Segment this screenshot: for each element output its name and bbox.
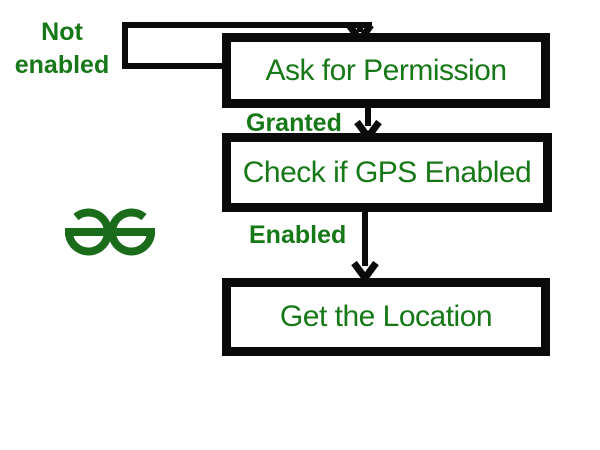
edge-label-not-enabled: Not enabled	[14, 18, 110, 79]
node-check-if-gps-enabled: Check if GPS Enabled	[222, 133, 552, 212]
node-get-the-location: Get the Location	[222, 278, 550, 356]
node-ask-for-permission: Ask for Permission	[222, 33, 550, 108]
edge-enabled-arrow	[351, 210, 379, 284]
geeksforgeeks-logo-icon	[65, 208, 155, 256]
edge-label-granted: Granted	[246, 109, 342, 137]
node-label: Check if GPS Enabled	[242, 155, 532, 189]
node-label: Ask for Permission	[265, 53, 507, 87]
node-label: Get the Location	[279, 300, 493, 333]
edge-label-enabled: Enabled	[249, 221, 347, 249]
